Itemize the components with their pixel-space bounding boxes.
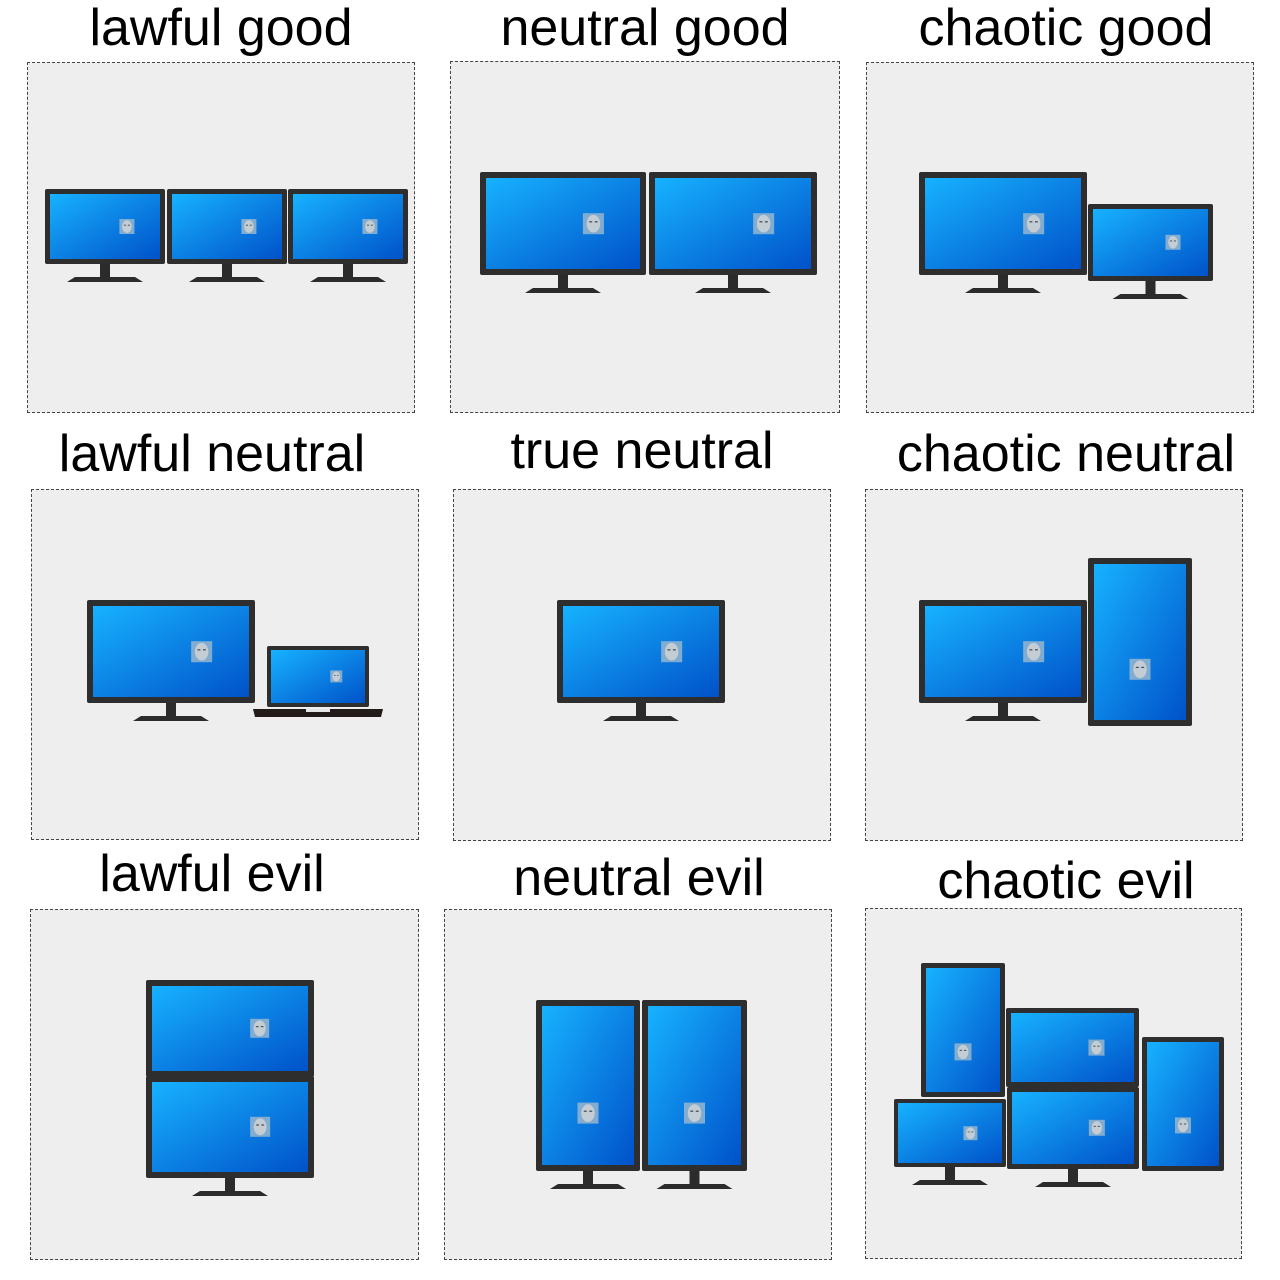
panel-lawful-evil (30, 909, 419, 1260)
two-monitor-setup-image (480, 172, 817, 293)
panel-chaotic-good (866, 62, 1254, 413)
monitor-icon (1006, 1008, 1139, 1087)
desktop-face-icon (954, 1043, 972, 1061)
monitor-icon (146, 1076, 314, 1196)
desktop-face-icon (241, 219, 257, 234)
monitor-icon (1088, 204, 1213, 299)
horizontal-and-vertical-monitor-image (919, 558, 1192, 726)
desktop-face-icon (684, 1102, 705, 1124)
monitor-icon (1007, 1087, 1139, 1187)
monitor-icon (557, 600, 725, 721)
desktop-face-icon (1165, 234, 1181, 250)
desktop-face-icon (661, 641, 683, 663)
panel-lawful-neutral (31, 489, 419, 840)
panel-lawful-good (27, 62, 415, 413)
monitor-icon (87, 600, 255, 721)
alignment-label-lawful-good: lawful good (89, 0, 353, 57)
desktop-face-icon (1175, 1117, 1191, 1134)
alignment-label-true-neutral: true neutral (510, 422, 774, 480)
monitor-icon (146, 980, 314, 1077)
monitor-icon (1088, 558, 1192, 726)
alignment-label-chaotic-good: chaotic good (918, 0, 1214, 57)
panel-true-neutral (453, 489, 831, 841)
two-vertical-monitors-image (536, 1000, 747, 1189)
stacked-monitors-image (146, 980, 314, 1196)
desktop-face-icon (1023, 213, 1045, 235)
monitor-icon (649, 172, 817, 293)
desktop-face-icon (753, 213, 775, 235)
panel-neutral-evil (444, 909, 832, 1260)
desktop-face-icon (1088, 1119, 1105, 1136)
chaotic-monitor-setup-image (894, 963, 1224, 1187)
monitor-icon (288, 189, 408, 282)
desktop-face-icon (119, 219, 135, 234)
alignment-label-neutral-evil: neutral evil (513, 849, 765, 907)
desktop-face-icon (1088, 1039, 1105, 1056)
monitor-icon (1142, 1037, 1224, 1171)
desktop-face-icon (362, 219, 378, 234)
monitor-icon (894, 1099, 1006, 1185)
monitor-icon (167, 189, 287, 282)
desktop-face-icon (250, 1018, 270, 1038)
monitor-icon (642, 1000, 747, 1189)
alignment-label-neutral-good: neutral good (500, 0, 790, 57)
desktop-face-icon (1129, 658, 1151, 680)
monitor-and-laptop-image (87, 600, 383, 721)
panel-neutral-good (450, 61, 840, 413)
monitor-icon (921, 963, 1005, 1097)
desktop-face-icon (250, 1116, 271, 1137)
desktop-face-icon (191, 641, 213, 663)
alignment-label-lawful-evil: lawful evil (99, 845, 325, 903)
single-monitor-image (557, 600, 725, 721)
three-monitor-setup-image (45, 189, 408, 282)
monitor-icon (919, 172, 1087, 293)
monitor-icon (536, 1000, 640, 1189)
alignment-label-chaotic-evil: chaotic evil (937, 852, 1195, 910)
desktop-face-icon (330, 670, 343, 683)
mismatched-monitor-setup-image (919, 172, 1213, 299)
monitor-icon (919, 600, 1087, 721)
panel-chaotic-evil (865, 908, 1242, 1259)
desktop-face-icon (963, 1126, 978, 1141)
alignment-label-lawful-neutral: lawful neutral (58, 425, 366, 483)
desktop-face-icon (582, 213, 604, 235)
monitor-icon (480, 172, 646, 293)
desktop-face-icon (1023, 641, 1045, 663)
desktop-face-icon (577, 1102, 599, 1124)
monitor-icon (45, 189, 165, 282)
laptop-icon (253, 646, 383, 717)
alignment-label-chaotic-neutral: chaotic neutral (896, 425, 1236, 483)
panel-chaotic-neutral (865, 489, 1243, 841)
